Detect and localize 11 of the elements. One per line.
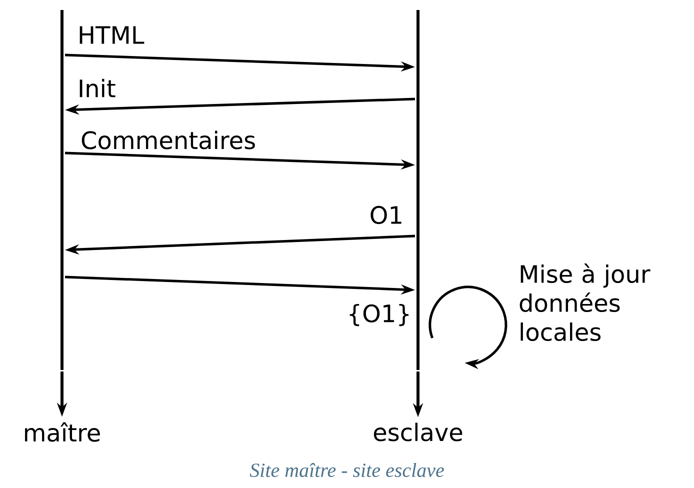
lifeline: [60, 10, 64, 370]
edge-label: HTML: [80, 26, 144, 44]
lifeline: [416, 10, 420, 370]
edge-label: O1: [370, 206, 402, 224]
edge-label: Commentaires: [82, 130, 255, 150]
caption: Site maître - site esclave: [250, 462, 444, 478]
lifeline-label: esclave: [374, 422, 462, 442]
edge-label: Init: [80, 78, 116, 98]
edge-label: {O1}: [350, 304, 408, 326]
note: Mise à jour données locales: [520, 264, 650, 342]
lifeline-label: maître: [25, 422, 100, 442]
